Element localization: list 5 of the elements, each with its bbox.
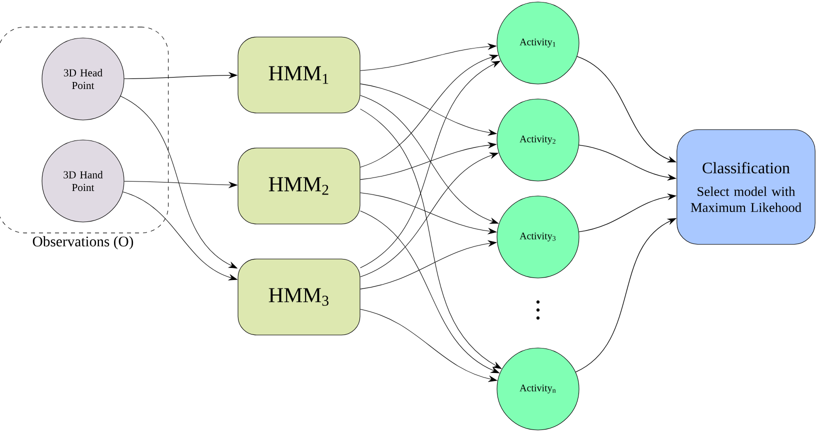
hmm-box: HMM$_{1}$ [238, 36, 360, 114]
classification-box: Classification Select model with Maximum Likehood [676, 129, 816, 245]
hmm-box: HMM$_{3}$ [238, 258, 360, 336]
node-label: Observations (O) [32, 236, 134, 250]
hmm-box: HMM$_{2}$ [238, 148, 360, 224]
